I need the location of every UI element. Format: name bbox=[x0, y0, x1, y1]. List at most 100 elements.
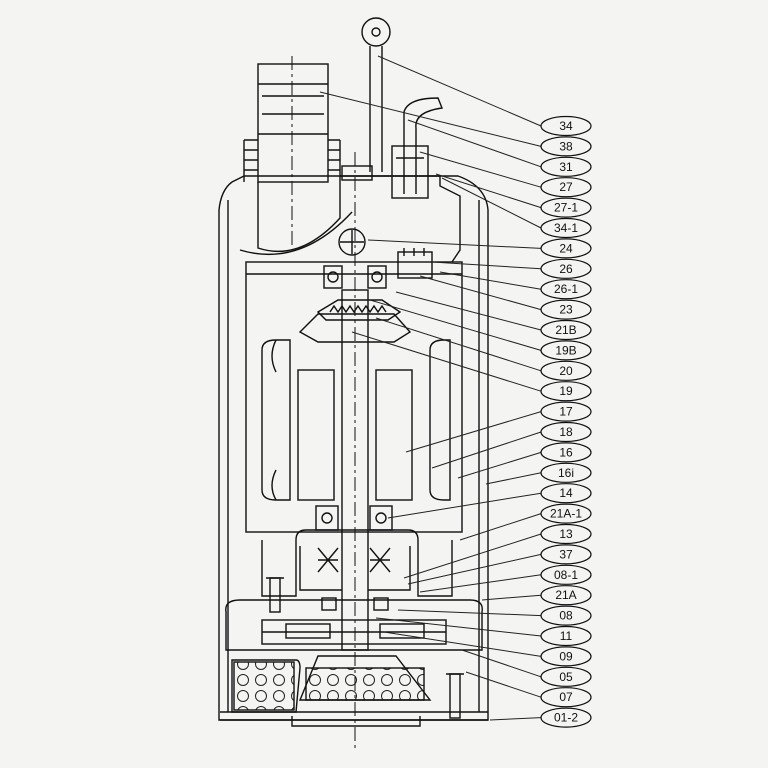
callout-oval bbox=[540, 299, 592, 320]
lifting-handle bbox=[361, 17, 391, 172]
callout-37: 37 bbox=[540, 544, 592, 565]
callout-label: 07 bbox=[559, 690, 573, 704]
callout-oval bbox=[540, 421, 592, 443]
callout-oval bbox=[540, 707, 592, 728]
leader-line bbox=[395, 291, 542, 331]
leader-line bbox=[465, 671, 542, 698]
callout-oval bbox=[540, 483, 592, 504]
callout-38: 38 bbox=[540, 136, 592, 157]
callout-label: 37 bbox=[559, 547, 573, 561]
callout-oval bbox=[540, 646, 592, 667]
callout-labels: 3438312727-134-1242626-12321B19B20191718… bbox=[540, 115, 592, 728]
top-cover bbox=[340, 175, 461, 263]
leader-line bbox=[383, 631, 542, 657]
callout-label: 21B bbox=[555, 323, 576, 337]
callout-label: 08 bbox=[559, 609, 573, 623]
callout-oval bbox=[540, 217, 592, 239]
callout-27: 27 bbox=[540, 177, 592, 198]
callout-oval bbox=[540, 360, 592, 381]
callout-label: 26-1 bbox=[554, 282, 578, 296]
callout-oval bbox=[540, 381, 592, 402]
callout-21B: 21B bbox=[540, 319, 592, 341]
lower-bearing-left bbox=[315, 505, 339, 531]
leader-line bbox=[431, 431, 542, 469]
outer-casing bbox=[218, 175, 489, 721]
callout-label: 24 bbox=[559, 241, 573, 255]
stator-left bbox=[261, 339, 291, 501]
leader-line bbox=[407, 553, 542, 585]
callout-label: 05 bbox=[559, 670, 573, 684]
callout-label: 13 bbox=[559, 527, 573, 541]
callout-label: 18 bbox=[559, 425, 573, 439]
callout-16i: 16i bbox=[540, 462, 592, 483]
leader-line bbox=[377, 55, 542, 127]
callout-label: 26 bbox=[559, 262, 573, 276]
callout-label: 19B bbox=[555, 343, 576, 357]
callout-oval bbox=[540, 462, 592, 483]
strainer-left bbox=[233, 661, 295, 711]
callout-21A: 21A bbox=[540, 585, 592, 606]
callout-31: 31 bbox=[540, 156, 592, 177]
leader-line bbox=[461, 649, 542, 678]
callout-26: 26 bbox=[540, 258, 592, 279]
callout-label: 16i bbox=[558, 466, 574, 480]
pump-casing bbox=[225, 599, 483, 651]
leader-line bbox=[367, 239, 542, 249]
callout-oval bbox=[540, 523, 592, 545]
pump-drawing bbox=[218, 17, 489, 748]
callout-oval bbox=[540, 564, 592, 585]
callout-16: 16 bbox=[540, 442, 592, 463]
callout-label: 21A bbox=[555, 588, 576, 602]
leader-line bbox=[419, 151, 542, 188]
callout-oval bbox=[540, 177, 592, 198]
callout-oval bbox=[540, 340, 592, 361]
leader-line bbox=[439, 271, 542, 290]
callout-oval bbox=[540, 319, 592, 341]
callout-label: 08-1 bbox=[554, 568, 578, 582]
callout-20: 20 bbox=[540, 360, 592, 381]
callout-label: 27 bbox=[559, 180, 573, 194]
leader-line bbox=[375, 617, 542, 637]
leader-line bbox=[419, 574, 542, 593]
leader-line bbox=[485, 472, 542, 485]
callout-label: 16 bbox=[559, 445, 573, 459]
leader-line bbox=[351, 331, 542, 392]
callout-label: 38 bbox=[559, 139, 573, 153]
callout-label: 14 bbox=[559, 486, 573, 500]
callout-09: 09 bbox=[540, 646, 592, 667]
leader-line bbox=[481, 594, 542, 601]
callout-24: 24 bbox=[540, 238, 592, 259]
cable-entry bbox=[391, 97, 443, 199]
callout-oval bbox=[540, 666, 592, 687]
leader-line bbox=[441, 177, 542, 229]
stator-right bbox=[429, 339, 451, 501]
upper-bearing-right bbox=[367, 265, 387, 289]
callout-14: 14 bbox=[540, 483, 592, 504]
callout-oval bbox=[540, 238, 592, 259]
leader-line bbox=[407, 119, 542, 168]
stator-winding-left bbox=[297, 369, 335, 501]
strainer-center bbox=[305, 667, 425, 701]
callout-label: 21A-1 bbox=[550, 507, 582, 521]
leader-line bbox=[375, 317, 542, 372]
callout-oval bbox=[540, 605, 592, 626]
callout-label: 31 bbox=[559, 160, 573, 174]
leader-line bbox=[319, 91, 542, 147]
callout-oval bbox=[540, 279, 592, 300]
callout-17: 17 bbox=[540, 401, 592, 422]
callout-label: 19 bbox=[559, 384, 573, 398]
callout-23: 23 bbox=[540, 299, 592, 320]
inner-casing-line bbox=[227, 200, 480, 712]
callout-07: 07 bbox=[540, 687, 592, 708]
callout-18: 18 bbox=[540, 421, 592, 443]
upper-bearing-left bbox=[323, 265, 343, 289]
leader-line bbox=[435, 173, 542, 209]
callout-oval bbox=[540, 544, 592, 565]
leader-line bbox=[387, 492, 542, 519]
discharge-outlet bbox=[239, 63, 353, 256]
leader-line bbox=[403, 533, 542, 579]
callout-oval bbox=[540, 197, 592, 218]
callout-08: 08 bbox=[540, 605, 592, 626]
leader-line bbox=[431, 261, 542, 270]
